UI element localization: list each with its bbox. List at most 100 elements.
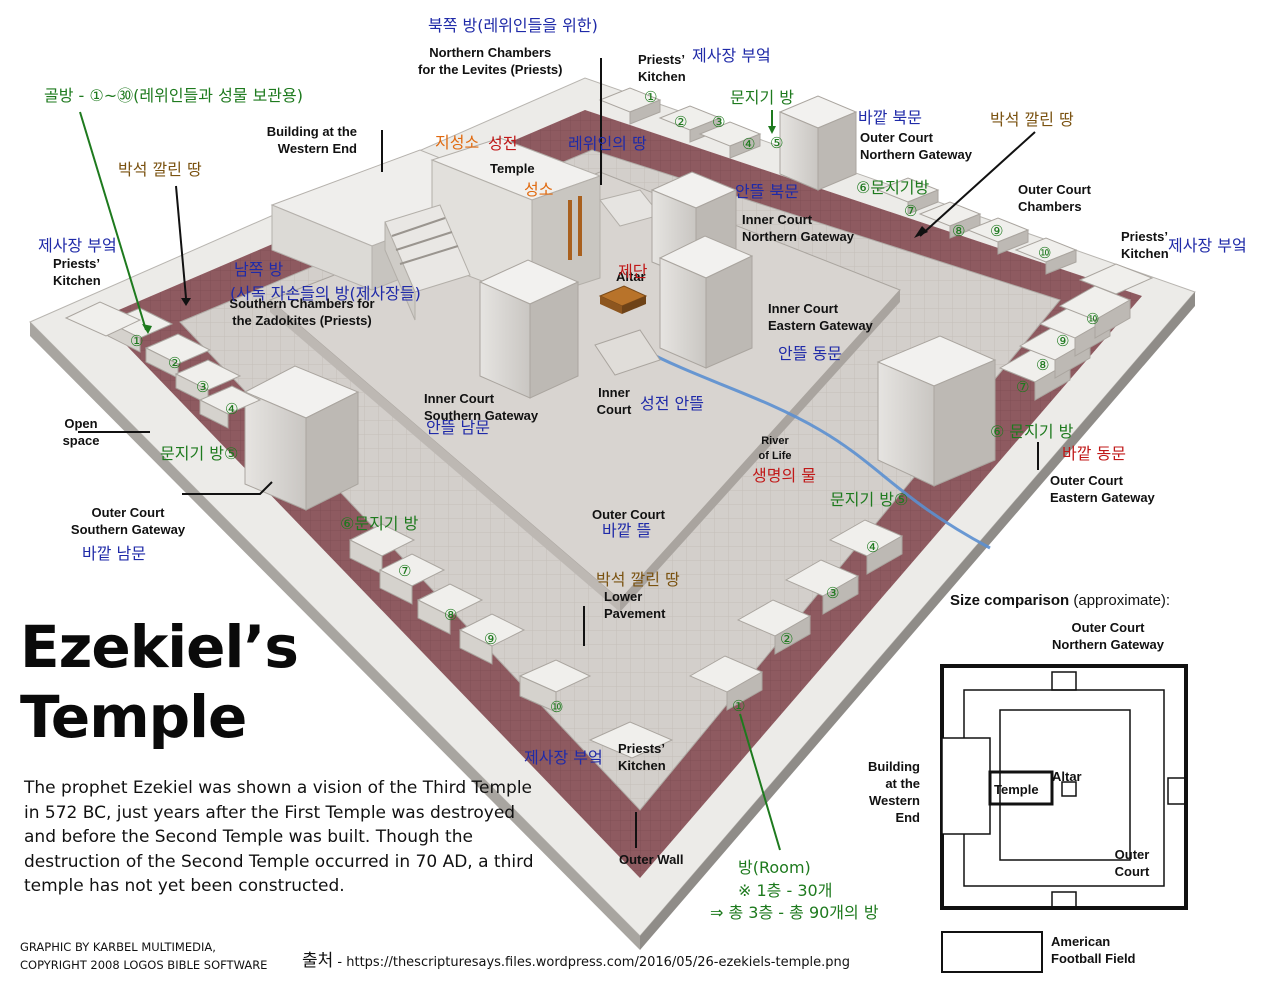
ko-gatekeeper-room-e6: ⑥ 문지기 방	[990, 422, 1074, 441]
ko-kitchen-ne: 제사장 부엌	[692, 46, 771, 65]
ko-room-note-1: ※ 1층 - 30개	[738, 881, 833, 900]
ko-inner-east-gate: 안뜰 동문	[778, 344, 842, 363]
room-number: ③	[826, 584, 840, 602]
ko-inner-court: 성전 안뜰	[640, 394, 704, 413]
ko-outer-north-gate: 바깥 북문	[858, 108, 922, 127]
room-number: ⑦	[1016, 378, 1030, 396]
ko-outer-court: 바깥 뜰	[602, 521, 652, 540]
outer-east-gateway	[876, 335, 997, 487]
room-number: ⑤	[770, 134, 784, 152]
ko-altar: 제단	[618, 262, 648, 281]
ko-levites-land: 레위인의 땅	[568, 134, 647, 153]
label-outer-court: Outer Court	[592, 507, 665, 522]
source-url[interactable]: https://thescripturesays.files.wordpress…	[346, 955, 850, 970]
room-number: ②	[674, 113, 688, 131]
source-separator: -	[333, 955, 347, 970]
outer-south-gateway	[243, 365, 360, 511]
outer-north-gateway	[778, 95, 858, 191]
room-number: ①	[130, 332, 144, 350]
river-of-life	[639, 346, 991, 550]
label-priests-kitchen-s: Priests’Kitchen	[618, 741, 666, 773]
ko-kitchen-e: 제사장 부엌	[1168, 236, 1247, 255]
ko-paved-ground-nw: 박석 깔린 땅	[118, 160, 202, 179]
room-number: ⑧	[1036, 356, 1050, 374]
leader-lines	[78, 58, 1039, 848]
altar-structure	[598, 285, 648, 314]
room-number: ⑨	[990, 222, 1004, 240]
room-number: ⑩	[1086, 310, 1100, 328]
size-label-altar: Altar	[1052, 769, 1082, 784]
room-number: ③	[196, 378, 210, 396]
room-number: ⑦	[904, 202, 918, 220]
ko-inner-south-gate: 안뜰 남문	[426, 418, 490, 437]
room-number: ④	[742, 135, 756, 153]
room-number: ④	[225, 400, 239, 418]
source-citation: 출처 - https://thescripturesays.files.word…	[302, 946, 850, 971]
description: The prophet Ezekiel was shown a vision o…	[24, 778, 534, 896]
ko-gatekeeper-room-w5: 문지기 방⑤	[160, 444, 239, 463]
label-temple: Temple	[490, 161, 535, 176]
room-number: ①	[732, 697, 746, 715]
room-number: ①	[644, 88, 658, 106]
arrowheads	[181, 226, 928, 306]
ko-paved-ground-ne: 박석 깔린 땅	[990, 110, 1074, 129]
room-number: ⑨	[484, 630, 498, 648]
room-number: ⑦	[398, 562, 412, 580]
ko-gatekeeper-room-n: 문지기 방	[730, 88, 794, 107]
ko-room-note-2: ⇒ 총 3층 - 총 90개의 방	[710, 903, 879, 922]
label-altar: Altar	[616, 269, 646, 284]
room-number: ⑨	[1056, 332, 1070, 350]
ko-gatekeeper-room-s6: ⑥문지기 방	[340, 514, 419, 533]
ko-gatekeeper-room-e5: 문지기 방⑤	[830, 490, 909, 509]
ko-south-chambers-1: 남쪽 방	[234, 260, 284, 279]
ko-outer-south-gate: 바깥 남문	[82, 544, 146, 563]
ko-sanctuary-building: 성전	[488, 134, 518, 153]
inner-south-gateway	[478, 259, 580, 399]
size-comparison-diagram	[940, 664, 1188, 973]
inner-east-gateway	[658, 235, 754, 369]
ko-paved-ground-s: 박석 깔린 땅	[596, 570, 680, 589]
outer-court-chambers	[64, 87, 1154, 759]
ko-outer-east-gate: 바깥 동문	[1062, 444, 1126, 463]
label-priests-kitchen-w: Priests’Kitchen	[53, 256, 101, 288]
room-number: ③	[712, 113, 726, 131]
room-arrowheads	[142, 126, 776, 334]
ko-kitchen-s: 제사장 부엌	[524, 748, 603, 767]
ko-holy-of-holies: 지성소	[435, 133, 480, 152]
graphic-credit: GRAPHIC BY KARBEL MULTIMEDIA,COPYRIGHT 2…	[20, 940, 268, 972]
ko-room: 방(Room)	[738, 858, 811, 877]
ko-side-rooms: 골방 - ①~㉚(레위인들과 성물 보관용)	[44, 86, 303, 105]
room-number: ④	[866, 538, 880, 556]
room-number: ⑧	[444, 606, 458, 624]
room-number: ⑩	[550, 698, 564, 716]
ko-south-chambers-2: (사독 자손들의 방(제사장들)	[230, 284, 421, 303]
ko-gatekeeper-room-6n: ⑥문지기방	[856, 178, 930, 197]
inner-court-steps	[594, 329, 661, 376]
ko-holy-place: 성소	[524, 180, 554, 199]
label-outer-wall: Outer Wall	[619, 852, 684, 867]
room-number: ②	[168, 354, 182, 372]
ko-river-of-life: 생명의 물	[752, 466, 816, 485]
ko-north-chambers: 북쪽 방(레위인들을 위한)	[428, 16, 598, 35]
label-priests-kitchen-e: Priests’Kitchen	[1121, 229, 1169, 261]
room-number: ⑩	[1038, 244, 1052, 262]
size-label-temple: Temple	[994, 782, 1039, 797]
